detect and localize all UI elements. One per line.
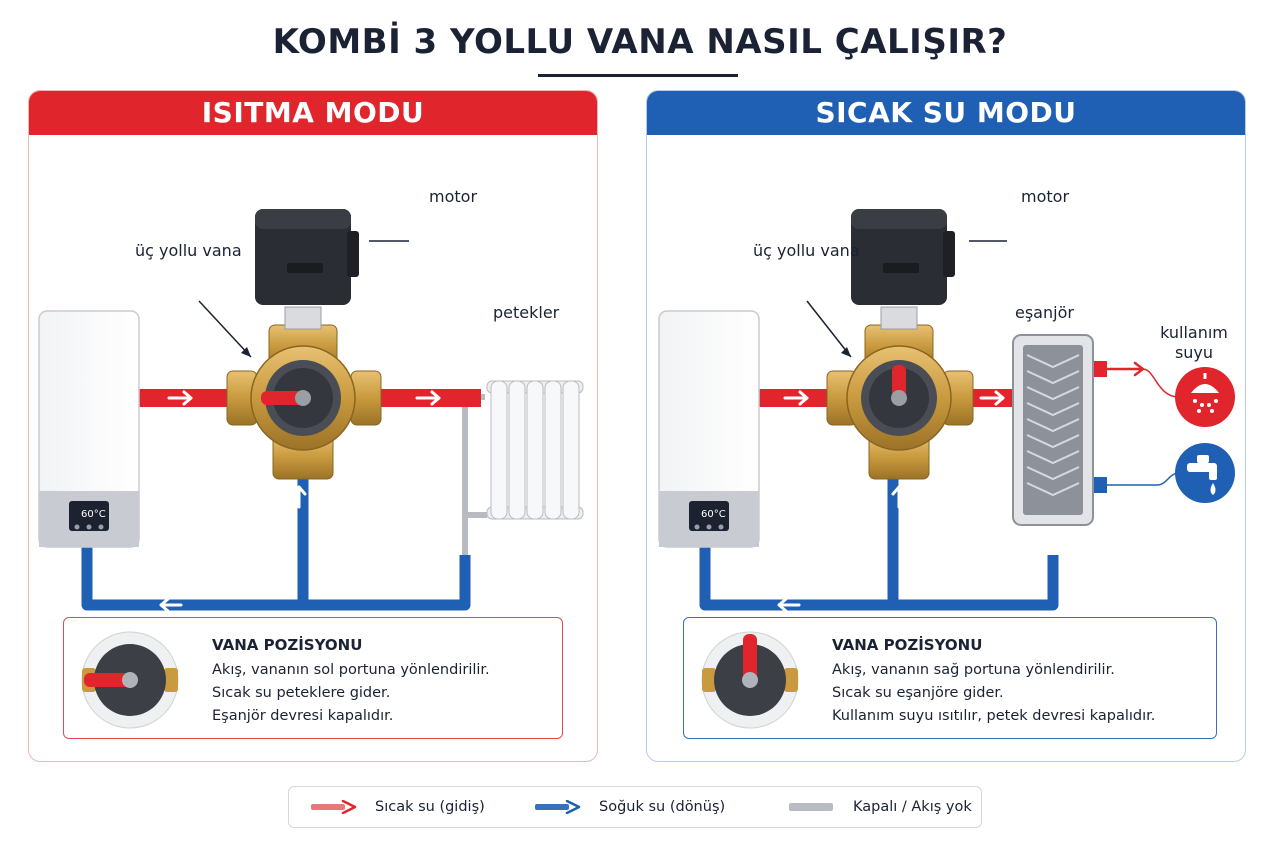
valve-position-line: Kullanım suyu ısıtılır, petek devresi ka… — [832, 708, 1156, 724]
boiler-display: 60°C — [81, 509, 106, 520]
legend-label: Sıcak su (gidiş) — [375, 799, 485, 815]
three-way-valve — [826, 306, 974, 480]
three-way-valve — [226, 306, 382, 480]
valve-position-line: Akış, vananın sol portuna yönlendirilir. — [212, 662, 490, 678]
target-label: eşanjör — [1015, 303, 1074, 322]
valve-position-line: Sıcak su peteklere gider. — [212, 685, 391, 701]
heat-exchanger-icon — [1012, 334, 1094, 526]
valve-motor — [851, 209, 955, 305]
legend-item-cold: Soğuk su (dönüş) — [535, 787, 725, 827]
page-title: KOMBİ 3 YOLLU VANA NASIL ÇALIŞIR? — [272, 22, 1008, 62]
legend-label: Soğuk su (dönüş) — [599, 799, 726, 815]
valve-label: üç yollu vana — [753, 241, 860, 260]
panel-header-heating: ISITMA MODU — [29, 91, 597, 135]
title-underline — [538, 74, 738, 77]
legend: Sıcak su (gidiş) Soğuk su (dönüş) Kapalı… — [288, 786, 982, 828]
shower-icon — [1175, 367, 1235, 427]
legend-closed-bar-icon — [789, 803, 833, 811]
valve-position-title: VANA POZİSYONU — [212, 636, 363, 654]
legend-item-closed: Kapalı / Akış yok — [789, 787, 972, 827]
heating-diagram — [38, 209, 584, 613]
valve-position-box: VANA POZİSYONU Akış, vananın sağ portuna… — [683, 617, 1217, 739]
legend-label: Kapalı / Akış yok — [853, 799, 972, 815]
motor-label: motor — [1021, 187, 1070, 206]
arrow-icon — [167, 390, 441, 406]
panel-header-hot-water: SICAK SU MODU — [647, 91, 1245, 135]
valve-position-icon — [701, 631, 799, 729]
target-label: petekler — [493, 303, 560, 322]
valve-position-line: Sıcak su eşanjöre gider. — [832, 685, 1004, 701]
valve-motor — [255, 209, 359, 305]
valve-label: üç yollu vana — [135, 241, 242, 260]
legend-hot-arrow-icon — [311, 800, 357, 814]
boiler — [38, 310, 140, 548]
tap-icon — [1175, 443, 1235, 503]
cold-return-pipe — [81, 435, 471, 611]
boiler — [658, 310, 760, 548]
valve-position-title: VANA POZİSYONU — [832, 636, 983, 654]
radiator-icon — [486, 380, 584, 520]
legend-cold-arrow-icon — [535, 800, 581, 814]
valve-position-box: VANA POZİSYONU Akış, vananın sol portuna… — [63, 617, 563, 739]
arrow-icon — [777, 390, 1005, 613]
motor-label: motor — [429, 187, 478, 206]
valve-position-icon — [81, 631, 179, 729]
usage-water-label: kullanım suyu — [1160, 323, 1228, 362]
hot-water-mode-panel: SICAK SU MODU — [646, 90, 1246, 762]
heating-mode-panel: ISITMA MODU — [28, 90, 598, 762]
valve-position-line: Eşanjör devresi kapalıdır. — [212, 708, 394, 724]
boiler-display: 60°C — [701, 509, 726, 520]
arrow-icon — [159, 485, 307, 613]
hot-water-diagram — [658, 209, 1235, 613]
valve-position-line: Akış, vananın sağ portuna yönlendirilir. — [832, 662, 1115, 678]
legend-item-hot: Sıcak su (gidiş) — [311, 787, 485, 827]
